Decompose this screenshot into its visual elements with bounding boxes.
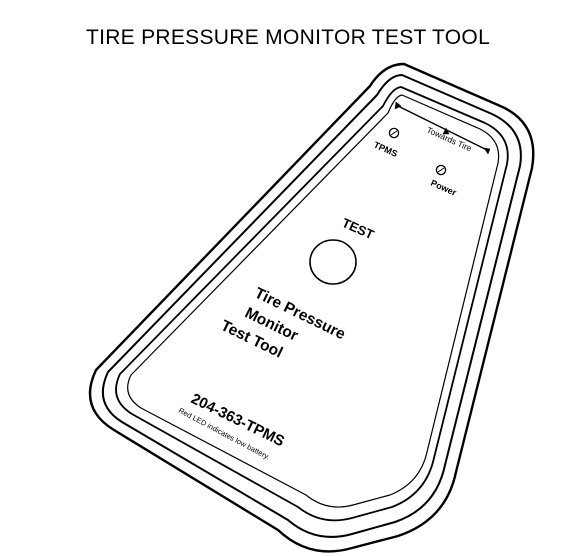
power-led <box>435 164 447 176</box>
page-title: TIRE PRESSURE MONITOR TEST TOOL <box>85 26 491 49</box>
test-button[interactable] <box>309 239 357 285</box>
product-name: Tire Pressure Monitor Test Tool <box>218 285 348 362</box>
arrow-up-icon <box>442 127 450 135</box>
device-outer-outline <box>88 62 535 553</box>
power-label: Power <box>429 178 458 198</box>
tpms-led <box>388 127 400 139</box>
device-outline-2 <box>101 74 522 538</box>
arrow-right-icon <box>483 147 491 155</box>
arrow-left-icon <box>394 101 402 110</box>
device-face-outline <box>115 86 509 522</box>
device-body <box>88 62 535 553</box>
test-label: TEST <box>340 215 377 242</box>
tpms-label: TPMS <box>372 140 399 159</box>
direction-line <box>397 105 488 151</box>
direction-indicator <box>394 101 491 155</box>
device-face-inner-outline <box>127 94 500 508</box>
